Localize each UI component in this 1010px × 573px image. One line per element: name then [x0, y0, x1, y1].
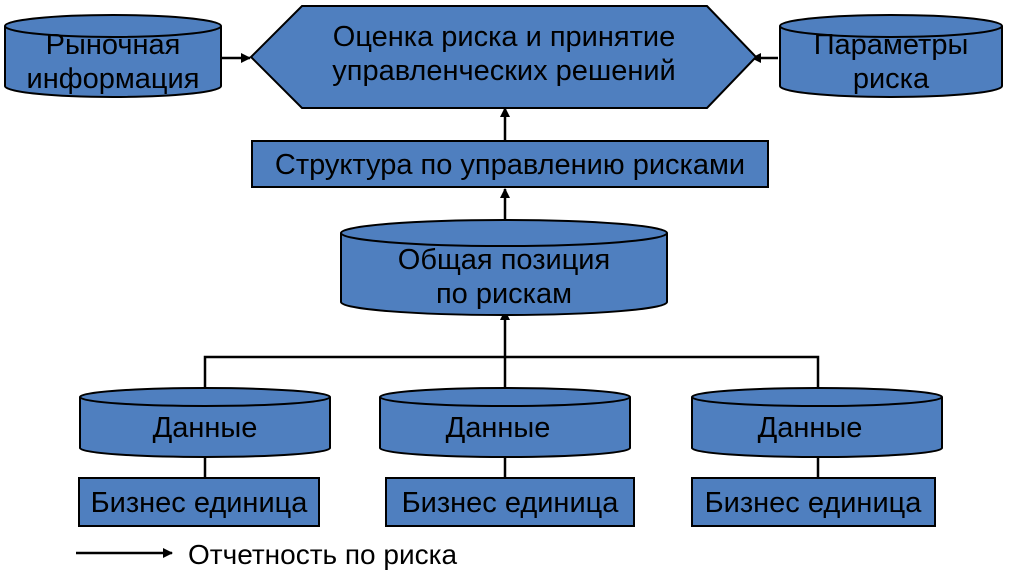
- data-3-top: [691, 387, 943, 407]
- decision-hexagon: [249, 5, 758, 109]
- unit-2-label: Бизнес единица: [402, 487, 620, 519]
- connectors: [203, 53, 820, 478]
- unit-node-2: Бизнес единица: [385, 477, 635, 527]
- data-2-body: [379, 397, 631, 458]
- risk-structure-node: Структура по управлению рисками: [251, 140, 769, 188]
- unit-node-3: Бизнес единица: [691, 477, 936, 527]
- unit-3-box: [691, 477, 936, 527]
- market-info-label-line1: Рыночная: [46, 29, 181, 61]
- data-node-1: Данные: [79, 387, 331, 458]
- risk-params-body: [779, 26, 1003, 98]
- legend: Отчетность по риска: [76, 539, 457, 570]
- risk-params-node: Параметры риска: [779, 14, 1003, 98]
- data-node-2: Данные: [379, 387, 631, 458]
- total-position-node: Общая позиция по рискам: [340, 219, 668, 316]
- risk-params-label-line2: риска: [853, 63, 930, 95]
- bracket-data-to-position: [203, 355, 820, 392]
- decision-label-line1: Оценка риска и принятие: [333, 21, 675, 53]
- total-position-label-line1: Общая позиция: [398, 244, 610, 276]
- market-info-body: [4, 26, 222, 98]
- legend-label: Отчетность по риска: [188, 539, 457, 570]
- data-1-body: [79, 397, 331, 458]
- data-1-label: Данные: [153, 412, 258, 444]
- risk-params-top: [779, 14, 1003, 38]
- market-info-node: Рыночная информация: [4, 14, 222, 98]
- total-position-label-line2: по рискам: [436, 278, 572, 310]
- risk-structure-label: Структура по управлению рисками: [275, 149, 745, 181]
- data-1-top: [79, 387, 331, 407]
- data-3-label: Данные: [758, 412, 863, 444]
- unit-3-label: Бизнес единица: [705, 487, 923, 519]
- decision-node: Оценка риска и принятие управленческих р…: [249, 5, 758, 109]
- unit-node-1: Бизнес единица: [78, 477, 320, 527]
- decision-label-line2: управленческих решений: [332, 55, 676, 87]
- data-2-label: Данные: [446, 412, 551, 444]
- unit-1-box: [78, 477, 320, 527]
- data-3-body: [691, 397, 943, 458]
- data-2-top: [379, 387, 631, 407]
- total-position-body: [340, 233, 668, 316]
- market-info-top: [4, 14, 222, 38]
- data-node-3: Данные: [691, 387, 943, 458]
- market-info-label-line2: информация: [27, 63, 200, 95]
- unit-1-label: Бизнес единица: [91, 487, 309, 519]
- risk-structure-box: [251, 140, 769, 188]
- risk-params-label-line1: Параметры: [814, 29, 969, 61]
- unit-2-box: [385, 477, 635, 527]
- total-position-top: [340, 219, 668, 247]
